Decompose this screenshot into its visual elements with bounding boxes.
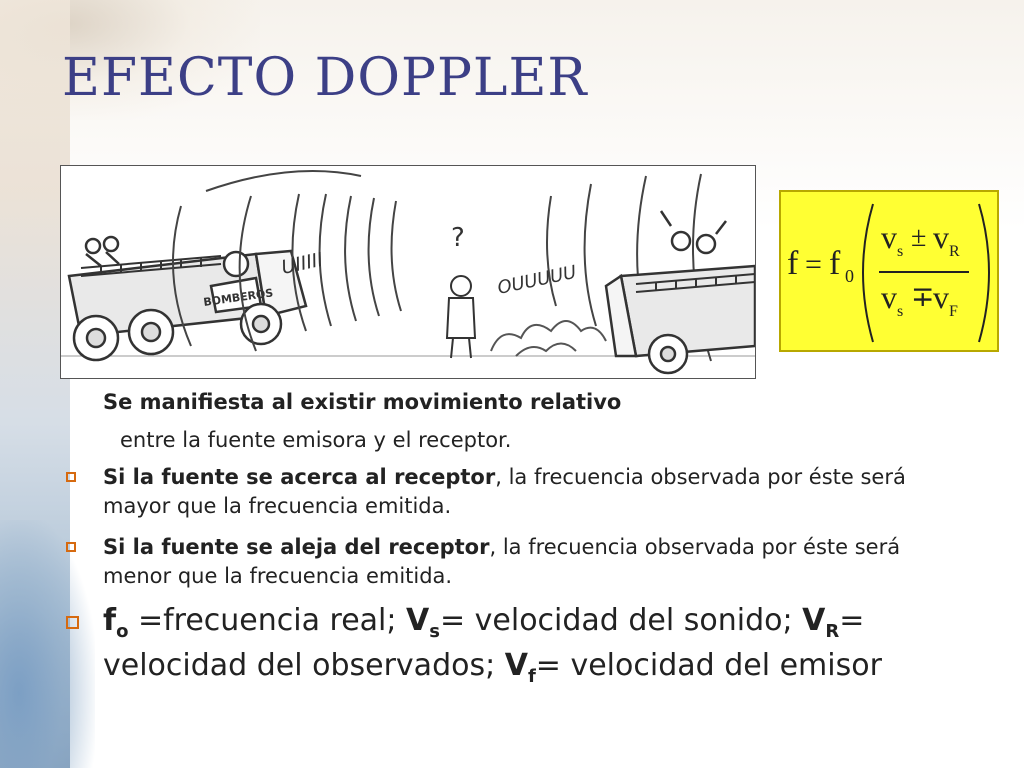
bullet-approach-bold: Si la fuente se acerca al receptor [103,465,496,489]
doppler-formula: f = f 0 v s ± v R v s ∓ v F [787,203,990,343]
legend-vf-sub: f [527,666,536,687]
bullet-square-icon [66,472,76,482]
legend-vf-symbol: V [504,648,528,683]
doppler-formula-box: f = f 0 v s ± v R v s ∓ v F [779,190,999,352]
legend-vs-sub: s [429,621,440,642]
bullet-recede-bold: Si la fuente se aleja del receptor [103,535,490,559]
doppler-cartoon-image: BOMBEROS UIIIII OUUUUU ? [60,165,757,379]
numerator-v1-sub: s [897,243,903,260]
denominator-v1: v [881,279,897,315]
fire-truck-left [67,235,308,362]
denominator-operator: ∓ [911,282,934,313]
observer-person [445,275,477,359]
legend-f-symbol: f [103,603,117,638]
bullet-recede-text: , la frecuencia observada por éste será … [103,535,901,588]
bullet-approach-text: , la frecuencia observada por éste será … [103,465,906,518]
question-mark: ? [451,223,465,253]
bullet-square-icon [66,542,76,552]
slide-title: EFECTO DOPPLER [62,48,588,108]
numerator-v2: v [933,219,949,255]
background-decoration-water [0,520,95,768]
denominator-v2-sub: F [949,303,958,320]
intro-line-1: Se manifiesta al existir movimiento rela… [103,390,622,414]
legend-vs-symbol: V [406,603,430,638]
legend-vr-symbol: V [802,603,826,638]
intro-line-2: entre la fuente emisora y el receptor. [120,428,512,452]
formula-left-paren [862,203,874,343]
formula-right-paren [978,203,990,343]
cartoon-drawing: BOMBEROS UIIIII OUUUUU ? [61,170,757,375]
formula-lhs: f [787,245,799,282]
formula-equals: = [805,248,822,281]
formula-f0: f [829,245,841,282]
numerator-operator: ± [911,222,926,253]
formula-f0-sub: 0 [845,266,854,286]
legend-vr-desc: = velocidad del observados; [103,603,865,683]
numerator-v2-sub: R [949,243,960,260]
bullet-square-icon [66,616,79,629]
fire-truck-right [604,210,757,375]
denominator-v2: v [933,279,949,315]
sound-recede-text: OUUUUU [496,262,579,299]
legend-vr-sub: R [825,621,840,642]
exhaust-smoke [490,320,607,357]
legend-vs-desc: = velocidad del sonido; [439,603,803,638]
legend-f-sub: o [116,621,129,642]
legend-f-desc: =frecuencia real; [128,603,407,638]
legend-vf-desc: = velocidad del emisor [535,648,882,683]
numerator-v1: v [881,219,897,255]
denominator-v1-sub: s [897,303,903,320]
